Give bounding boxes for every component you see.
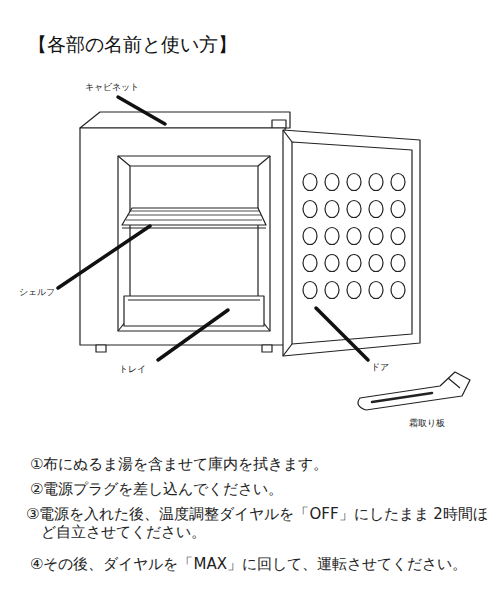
- dimple: [369, 282, 383, 299]
- door: [283, 130, 420, 356]
- dimple: [325, 282, 339, 299]
- dimple: [369, 255, 383, 272]
- dimple: [391, 255, 405, 272]
- cabinet-opening: [118, 156, 270, 331]
- instruction-step: ④その後、ダイヤルを「MAX」に回して、運転させてください。: [30, 555, 467, 573]
- foot: [262, 345, 272, 352]
- dimple: [391, 174, 405, 191]
- dimple: [369, 174, 383, 191]
- dimple: [325, 201, 339, 218]
- dimple: [347, 174, 361, 191]
- dimple: [303, 255, 317, 272]
- dimple: [347, 255, 361, 272]
- dimple: [369, 201, 383, 218]
- dimple: [347, 228, 361, 245]
- dimple: [347, 201, 361, 218]
- dimple: [391, 228, 405, 245]
- part-name: トレイ: [118, 364, 147, 375]
- door-dimples: [303, 174, 405, 299]
- dimple: [325, 174, 339, 191]
- shelf-wires: [126, 211, 262, 220]
- part-name: ドア: [370, 362, 390, 373]
- instruction-step: ②電源プラグを差し込んでください。: [30, 480, 283, 498]
- tray: [124, 296, 264, 326]
- dimple: [391, 282, 405, 299]
- dimple: [303, 282, 317, 299]
- dimple: [347, 282, 361, 299]
- leader-lines: [58, 97, 368, 360]
- cabinet-top: [80, 112, 290, 128]
- dimple: [325, 255, 339, 272]
- shelf: [122, 208, 266, 225]
- dimple: [303, 201, 317, 218]
- foot: [96, 345, 106, 352]
- dimple: [325, 228, 339, 245]
- part-name: 霜取り板: [408, 418, 446, 429]
- page-title: 【各部の名前と使い方】: [28, 33, 237, 56]
- dimple: [369, 228, 383, 245]
- part-name: キャビネット: [84, 82, 140, 93]
- hinge: [272, 120, 286, 128]
- door-liner: [292, 142, 412, 344]
- dimple: [303, 228, 317, 245]
- defrost-scraper: [358, 372, 470, 410]
- dimple: [303, 174, 317, 191]
- dimple: [391, 201, 405, 218]
- instruction-step: ①布にぬるま湯を含ませて庫内を拭きます。: [30, 455, 328, 473]
- instruction-step: ③電源を入れた後、温度調整ダイヤルを「OFF」にしたまま 2時間ほど自立させてく…: [26, 505, 496, 541]
- inner-wall: [130, 166, 258, 316]
- cabinet-front: [80, 128, 285, 345]
- part-name: シェルフ: [18, 287, 56, 298]
